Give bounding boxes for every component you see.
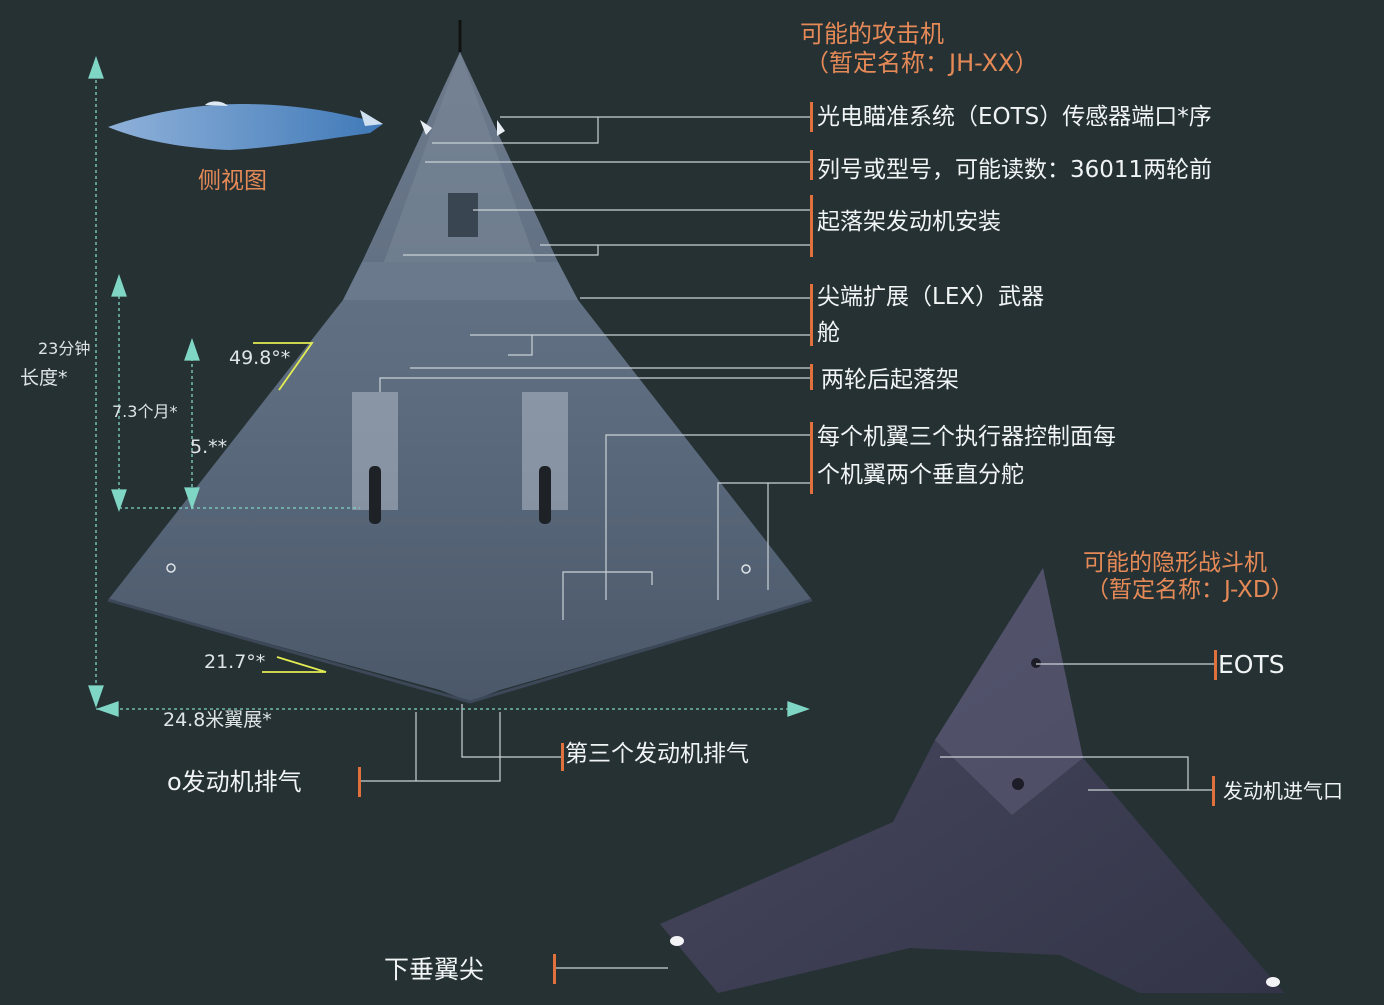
side-view-aircraft xyxy=(108,101,383,150)
fighter-leader-lines xyxy=(555,663,1216,969)
bomber-leader-lines xyxy=(360,116,812,782)
angle-lines xyxy=(253,342,327,673)
inner-short: 5.** xyxy=(190,436,228,458)
callout-engine-exhaust: o发动机排气 xyxy=(167,768,302,796)
callout-tick xyxy=(810,422,813,494)
bomber-title-designation: （暂定名称：JH-XX） xyxy=(805,49,1039,77)
bomber-top-view xyxy=(107,20,813,704)
callout-fighter-eots: EOTS xyxy=(1218,650,1285,679)
bomber-title: 可能的攻击机 xyxy=(800,20,944,48)
callout-serial-number: 列号或型号，可能读数：36011两轮前 xyxy=(817,157,1213,183)
length-label: 长度* xyxy=(20,367,68,389)
callout-fighter-intake: 发动机进气口 xyxy=(1223,779,1343,803)
callout-tick xyxy=(561,743,564,771)
fighter-title: 可能的隐形战斗机 xyxy=(1083,550,1267,576)
callout-tick xyxy=(810,284,813,346)
callout-tick xyxy=(553,954,556,984)
fighter-title-designation: （暂定名称：J-XD） xyxy=(1086,577,1294,603)
callout-tick xyxy=(810,364,813,390)
callout-tick xyxy=(358,767,361,797)
callout-tick xyxy=(810,102,813,132)
callout-tick xyxy=(1214,650,1217,680)
callout-tick xyxy=(1212,776,1215,806)
callout-bay: 舱 xyxy=(817,320,840,346)
callout-lex-weapons: 尖端扩展（LEX）武器 xyxy=(817,284,1045,310)
callout-rear-gear: 两轮后起落架 xyxy=(821,367,959,393)
inner-length: 7.3个月* xyxy=(112,402,178,421)
callout-eots-port: 光电瞄准系统（EOTS）传感器端口*序 xyxy=(817,104,1212,130)
callout-tick xyxy=(810,150,813,180)
side-view-label: 侧视图 xyxy=(198,168,267,194)
callout-split-rudders: 个机翼两个垂直分舵 xyxy=(817,462,1024,488)
callout-third-engine-exhaust: 第三个发动机排气 xyxy=(565,741,749,767)
callout-control-surfaces: 每个机翼三个执行器控制面每 xyxy=(817,424,1116,450)
callout-tick xyxy=(810,195,813,257)
callout-landing-gear-engine: 起落架发动机安装 xyxy=(817,209,1001,235)
fighter-view xyxy=(660,568,1284,993)
callout-fighter-wingtip: 下垂翼尖 xyxy=(384,955,485,984)
trailing-angle: 21.7°* xyxy=(204,651,266,673)
wingspan: 24.8米翼展* xyxy=(163,709,272,731)
length-value: 23分钟 xyxy=(38,339,91,358)
dimension-arrows xyxy=(88,56,810,717)
sweep-angle: 49.8°* xyxy=(229,347,291,369)
